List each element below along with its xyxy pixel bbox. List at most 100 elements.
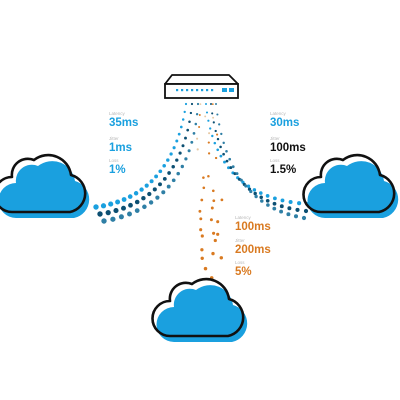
bottom-latency: Latency 100ms	[235, 215, 271, 233]
connection-dot-left	[147, 191, 152, 197]
connection-dot-bottom	[212, 116, 215, 119]
connection-dot-left	[133, 191, 139, 196]
connection-dot-right	[215, 103, 217, 105]
left-loss-label: Loss	[109, 158, 119, 163]
connection-dot-left	[158, 182, 162, 187]
right-latency: Latency 30ms	[270, 111, 300, 129]
connection-dot-left	[186, 128, 190, 132]
connection-dot-right	[280, 198, 285, 203]
connection-dot-right	[253, 191, 257, 196]
connection-dot-left	[97, 211, 103, 217]
connection-dot-bottom	[216, 220, 220, 224]
connection-dot-right	[246, 184, 251, 188]
right-jitter-value: 100ms	[270, 141, 306, 154]
connection-dot-left	[190, 102, 194, 106]
right-jitter-label: Jitter	[270, 136, 280, 141]
connection-dot-right	[297, 201, 302, 206]
connection-dot-right	[254, 194, 258, 199]
connection-dot-bottom	[204, 115, 207, 118]
connection-dot-bottom	[208, 132, 211, 135]
connection-dot-bottom	[219, 256, 224, 260]
connection-dot-right	[272, 201, 277, 206]
connection-dot-right	[211, 112, 214, 115]
connection-dot-right	[288, 200, 293, 204]
connection-dot-left	[141, 195, 146, 201]
connection-dot-right	[265, 194, 270, 198]
connection-dot-right	[216, 137, 220, 141]
connection-dot-bottom	[211, 103, 214, 105]
connection-dot-left	[110, 216, 116, 222]
left-latency-label: Latency	[109, 111, 125, 116]
connection-dot-bottom	[202, 176, 205, 179]
connection-dot-right	[222, 152, 225, 156]
connection-dot-left	[155, 195, 160, 200]
connection-dot-right	[249, 189, 253, 194]
connection-dot-right	[287, 206, 292, 211]
connection-dot-bottom	[216, 232, 220, 236]
connection-dot-left	[189, 111, 193, 115]
connection-dot-right	[223, 160, 226, 164]
connection-dot-left	[121, 197, 127, 202]
left-latency-value: 35ms	[109, 116, 139, 129]
connection-dot-left	[127, 211, 132, 217]
connection-dot-left	[93, 204, 99, 210]
connection-dot-bottom	[210, 206, 214, 210]
connection-dot-bottom	[207, 174, 210, 178]
connection-dot-left	[179, 125, 183, 129]
connection-dots	[93, 102, 311, 280]
cloud-icon-bottom	[151, 277, 248, 342]
connection-dot-left	[115, 199, 121, 205]
connection-dot-bottom	[198, 209, 202, 213]
connection-dot-left	[134, 208, 140, 213]
connection-dot-left	[162, 177, 167, 181]
connection-dot-left	[166, 184, 171, 189]
connection-dot-left	[144, 183, 149, 188]
connection-dot-left	[167, 171, 171, 175]
connection-dot-right	[220, 132, 223, 136]
right-loss-value: 1.5%	[270, 163, 297, 176]
left-jitter-value: 1ms	[109, 141, 133, 154]
connection-dot-bottom	[212, 231, 216, 235]
connection-dot-right	[216, 148, 220, 152]
connection-dot-bottom	[202, 186, 206, 190]
left-latency: Latency 35ms	[109, 111, 139, 129]
connection-dot-right	[212, 121, 215, 124]
connection-dot-bottom	[216, 133, 219, 136]
connection-dot-right	[303, 208, 309, 214]
connection-dot-right	[265, 198, 270, 203]
connection-dot-bottom	[196, 137, 199, 140]
connection-dot-left	[183, 110, 186, 114]
router-icon	[164, 74, 239, 99]
connection-dot-left	[158, 169, 163, 174]
connection-dot-left	[108, 201, 114, 207]
connection-dot-left	[175, 158, 179, 162]
connection-dot-right	[301, 215, 307, 221]
connection-dot-right	[205, 103, 207, 105]
connection-dot-left	[121, 205, 126, 211]
bottom-latency-label: Latency	[235, 215, 251, 220]
connection-dot-left	[196, 102, 200, 106]
connection-dot-left	[190, 140, 194, 144]
connection-dot-right	[227, 166, 230, 170]
connection-dot-bottom	[207, 141, 210, 144]
connection-dot-left	[152, 187, 157, 192]
connection-dot-right	[279, 204, 284, 209]
connection-dot-left	[172, 146, 176, 150]
connection-dot-left	[178, 151, 182, 155]
connection-dot-bottom	[200, 248, 204, 252]
connection-dot-right	[210, 103, 212, 105]
left-loss: Loss 1%	[109, 158, 126, 176]
bottom-latency-value: 100ms	[235, 220, 271, 233]
connection-dot-left	[177, 132, 181, 136]
cloud-icon-right	[302, 153, 399, 218]
connection-dot-left	[134, 199, 140, 205]
connection-dot-left	[149, 179, 154, 184]
right-latency-value: 30ms	[270, 116, 300, 129]
connection-dot-bottom	[199, 217, 203, 221]
connection-dot-left	[166, 158, 170, 162]
connection-dot-left	[127, 194, 133, 199]
connection-dot-right	[214, 129, 217, 133]
connection-dot-left	[162, 164, 166, 168]
connection-dot-left	[181, 118, 185, 121]
connection-dot-bottom	[213, 238, 217, 243]
